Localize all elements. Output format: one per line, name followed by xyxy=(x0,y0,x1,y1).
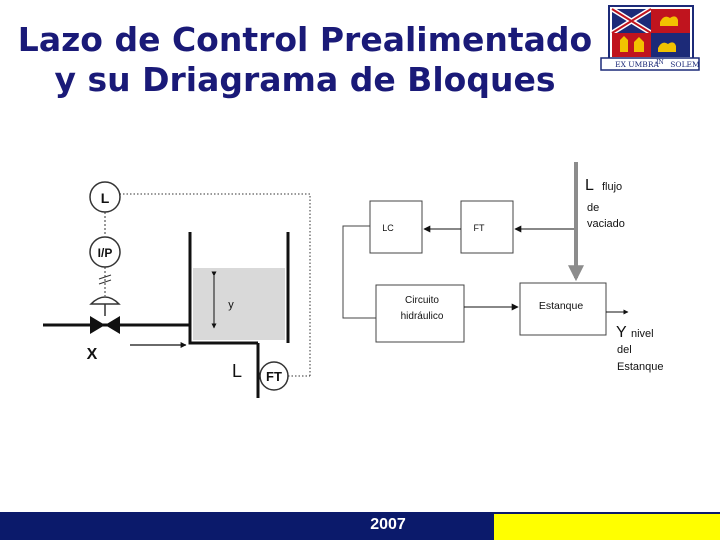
lc-block-label: LC xyxy=(382,223,394,233)
university-shield-logo: EX UMBRA IN SOLEM xyxy=(600,5,700,71)
output-symbol: Y xyxy=(616,324,627,341)
ip-transducer-label: I/P xyxy=(98,246,113,260)
signal-line-dotted xyxy=(116,193,311,376)
motto-left: EX UMBRA xyxy=(615,60,659,69)
lc-block xyxy=(369,200,423,254)
input-desc-line1: flujo xyxy=(602,181,622,193)
input-desc-line2: de xyxy=(587,202,599,214)
flow-transmitter-label: FT xyxy=(266,369,282,384)
bull-icon-top xyxy=(660,16,678,26)
input-desc-line3: vaciado xyxy=(587,218,625,230)
tank-liquid xyxy=(193,268,285,340)
control-diagram: L I/P X y L FT xyxy=(43,162,663,398)
circuit-block xyxy=(375,284,465,343)
valve-actuator xyxy=(89,296,121,305)
circuit-block-line2: hidráulico xyxy=(401,311,444,322)
level-transmitter-circle xyxy=(89,181,121,213)
input-x-label: X xyxy=(87,346,98,363)
title-line-1: Lazo de Control Prealimentado xyxy=(17,20,593,59)
outflow-label: L xyxy=(232,361,242,381)
level-transmitter-label: L xyxy=(101,190,110,206)
output-desc-line2: del xyxy=(617,344,632,356)
motto-in: IN xyxy=(656,59,664,66)
block-diagram: LC FT Circuito hidráulico Estanque L flu… xyxy=(342,162,663,373)
signal-hash-1 xyxy=(98,274,112,280)
output-desc-line3: Estanque xyxy=(617,361,663,373)
input-symbol: L xyxy=(585,177,594,194)
tank-block-label: Estanque xyxy=(539,300,584,312)
footer-accent xyxy=(494,514,720,540)
motto-ribbon xyxy=(600,57,700,71)
motto-right: SOLEM xyxy=(670,60,700,69)
tank-block xyxy=(519,282,607,336)
footer-year: 2007 xyxy=(370,516,406,533)
output-desc-line1: nivel xyxy=(631,328,654,340)
circuit-block-line1: Circuito xyxy=(405,295,439,306)
level-mark-label: y xyxy=(228,299,234,311)
title-line-2: y su Driagrama de Bloques xyxy=(54,60,556,99)
tools-icon xyxy=(620,36,644,52)
lc-output-line xyxy=(342,225,376,319)
signal-hash-2 xyxy=(98,279,112,285)
tank-walls xyxy=(188,232,290,345)
ft-block-label: FT xyxy=(474,223,485,233)
slide-title: Lazo de Control Prealimentado y su Driag… xyxy=(10,20,600,100)
control-valve xyxy=(90,316,120,334)
saltire-cross-red xyxy=(611,8,652,34)
bull-icon-bottom xyxy=(658,42,676,52)
shield-quadrant-red-2 xyxy=(612,33,651,57)
process-diagram: L I/P X y L FT xyxy=(43,181,311,398)
ft-block xyxy=(460,200,514,254)
